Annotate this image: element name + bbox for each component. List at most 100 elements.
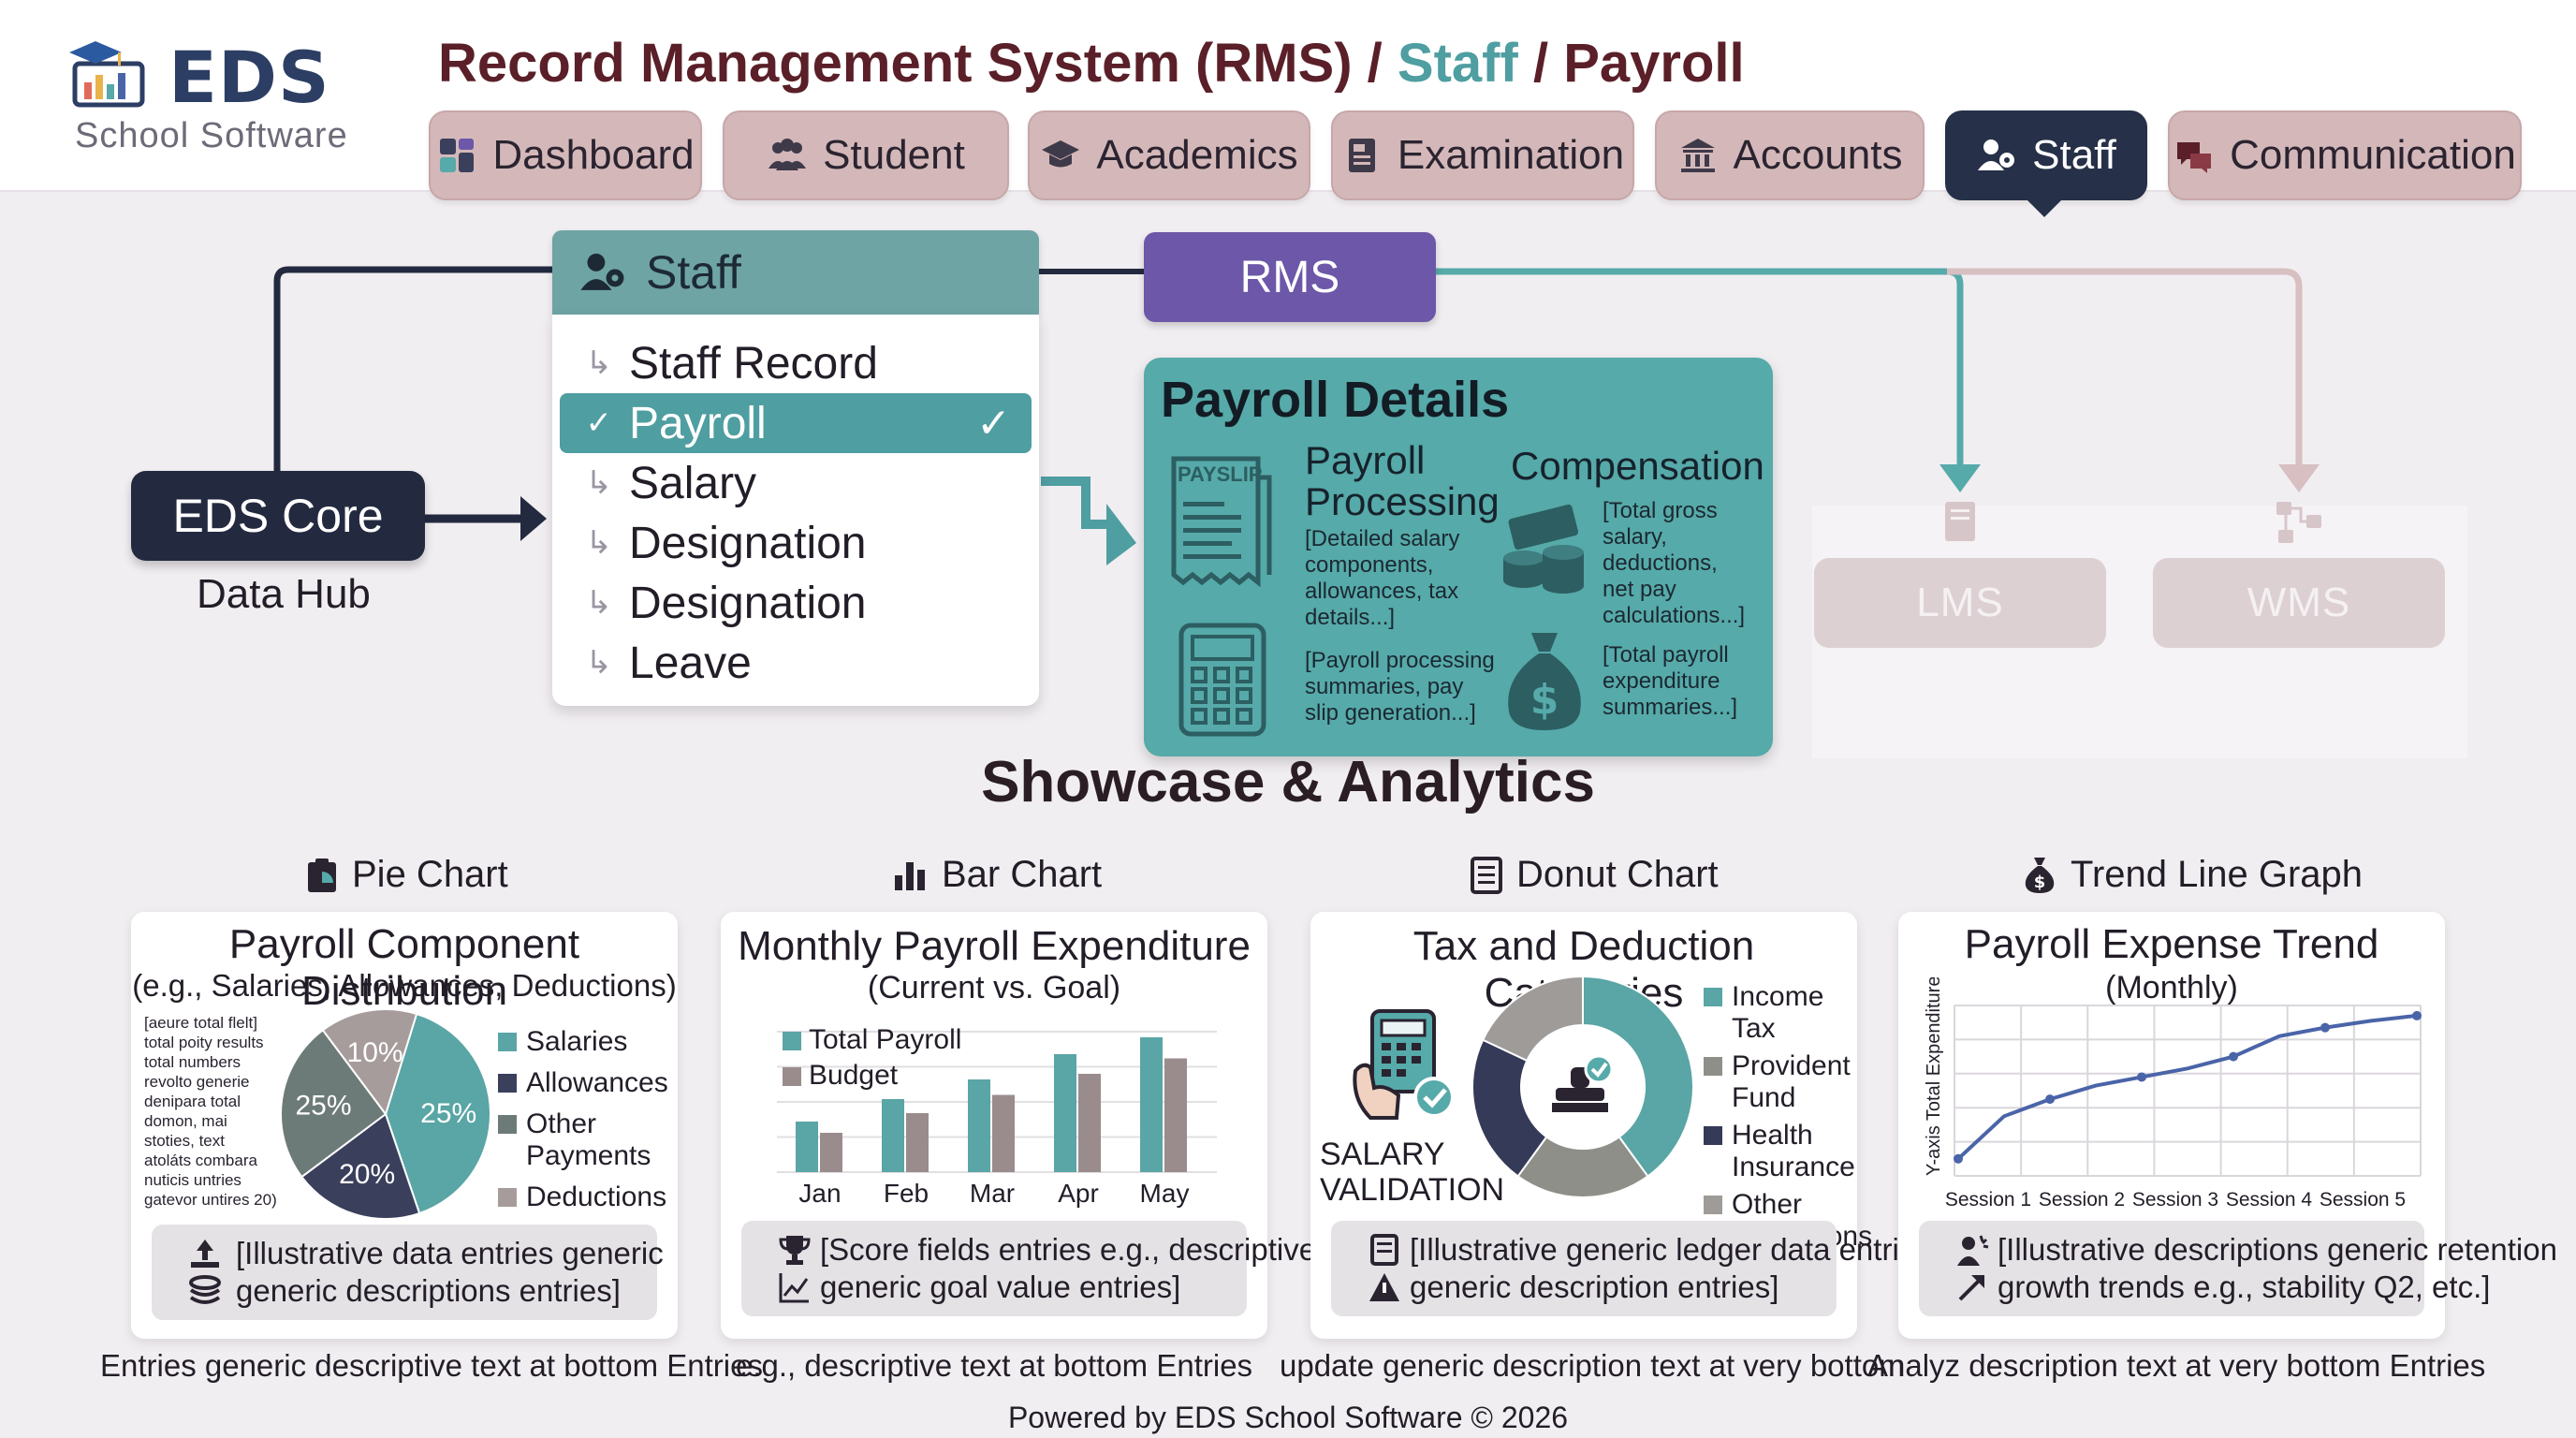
card-title: Payroll Expense Trend: [1964, 921, 2379, 967]
school-logo-icon: [69, 41, 145, 108]
menu-item-designation[interactable]: ↳ Designation: [552, 513, 1039, 573]
legend-item: Allowances: [498, 1067, 678, 1099]
payslip-label: PAYSLIP: [1178, 462, 1263, 486]
eds-core-node[interactable]: EDS Core: [131, 471, 425, 561]
legend-label: Budget: [809, 1060, 899, 1091]
breadcrumb-separator: /: [1532, 33, 1549, 94]
legend-label: Income Tax: [1732, 981, 1824, 1044]
tab-label: Accounts: [1733, 132, 1903, 178]
students-icon: [768, 139, 807, 170]
pie-chart-card: Payroll Component Distribution (e.g., Sa…: [131, 912, 678, 1339]
sub-arrow-icon: ↳: [585, 465, 613, 501]
recycle-icon: [191, 1240, 219, 1268]
note-line: [Score fields entries e.g., descriptive: [820, 1232, 1317, 1267]
section-label-bar: Bar Chart: [893, 854, 1102, 896]
money-bag-icon: $: [2025, 857, 2055, 893]
legend-swatch: [498, 1188, 517, 1207]
legend-swatch: [783, 1032, 801, 1050]
x-tick-label: Session 5: [2320, 1189, 2406, 1211]
card-title: Payroll Component Distribution: [228, 921, 580, 1014]
rms-node[interactable]: RMS: [1144, 232, 1436, 322]
staff-icon: [580, 253, 624, 290]
tab-communication[interactable]: Communication: [2168, 110, 2522, 200]
donut-slice: [1471, 1038, 1548, 1178]
trend-point: [2412, 1010, 2422, 1020]
staff-menu-header[interactable]: Staff: [552, 230, 1039, 315]
legend-swatch: [498, 1074, 517, 1093]
trend-point: [2045, 1094, 2055, 1105]
x-tick-label: Feb: [884, 1179, 929, 1208]
bar: [992, 1094, 1015, 1172]
note-line: generic description entries]: [1410, 1269, 1779, 1304]
tab-staff[interactable]: Staff: [1945, 110, 2147, 200]
sub-arrow-icon: ↳: [585, 345, 613, 381]
pie-slice-label: 25%: [295, 1090, 351, 1121]
menu-item-staff-record[interactable]: ↳ Staff Record: [552, 333, 1039, 393]
bar: [820, 1133, 842, 1172]
legend-swatch: [1704, 1196, 1722, 1214]
bar-caption: e.g., descriptive text at bottom Entries: [735, 1348, 1253, 1383]
menu-item-label: Staff Record: [629, 338, 878, 389]
menu-item-designation[interactable]: ↳ Designation: [552, 573, 1039, 633]
clipboard-chart-icon: [308, 858, 336, 892]
compensation-title: Compensation: [1511, 444, 1764, 488]
menu-item-label: Payroll: [629, 398, 767, 448]
pie-slice-label: 10%: [347, 1037, 403, 1068]
menu-item-leave[interactable]: ↳ Leave: [552, 633, 1039, 693]
legend-swatch: [498, 1115, 517, 1134]
trend-note-box: [Illustrative descriptions generic reten…: [1919, 1221, 2557, 1316]
compensation-summary-desc: [Total payroll expenditure summaries...]: [1603, 642, 1738, 720]
tab-student[interactable]: Student: [723, 110, 1009, 200]
breadcrumb-staff[interactable]: Staff: [1397, 33, 1518, 94]
legend-label: Total Payroll: [809, 1024, 961, 1055]
svg-text:$: $: [2034, 873, 2046, 892]
tab-label: Examination: [1397, 132, 1625, 178]
line-chart-icon: [779, 1273, 809, 1303]
tab-dashboard[interactable]: Dashboard: [429, 110, 702, 200]
card-subtitle: (Monthly): [2105, 970, 2238, 1005]
menu-item-salary[interactable]: ↳ Salary: [552, 453, 1039, 513]
pie-slice: [280, 1028, 388, 1179]
lms-node[interactable]: LMS: [1814, 558, 2106, 648]
processing-summary-desc: [Payroll processing summaries, pay slip …: [1305, 648, 1495, 726]
graduation-cap-icon: [1042, 140, 1080, 168]
wms-node[interactable]: WMS: [2153, 558, 2445, 648]
menu-item-payroll[interactable]: ✓ Payroll ✓: [560, 393, 1032, 453]
legend-label: Allowances: [526, 1067, 668, 1098]
legend-swatch: [1704, 988, 1722, 1006]
money-bag-icon: $: [1508, 633, 1581, 730]
tab-examination[interactable]: Examination: [1331, 110, 1634, 200]
calculator-hand-icon: [1353, 1009, 1455, 1120]
bar-chart-card: Monthly Payroll Expenditure (Current vs.…: [721, 912, 1316, 1339]
pie-side-notes: [aeure total flelt]total poity results t…: [144, 1014, 277, 1209]
processing-title-line2: Processing: [1305, 479, 1500, 523]
legend-label: Provident Fund: [1732, 1050, 1851, 1113]
exam-icon: [1348, 139, 1375, 172]
breadcrumb-rms[interactable]: Record Management System (RMS): [438, 33, 1353, 94]
trend-up-arrow-icon: [1958, 1275, 1984, 1301]
tab-accounts[interactable]: Accounts: [1655, 110, 1925, 200]
x-tick-label: Session 2: [2039, 1189, 2125, 1211]
tab-academics[interactable]: Academics: [1028, 110, 1310, 200]
trend-chart-card: Payroll Expense Trend (Monthly) Y-axis T…: [1898, 912, 2557, 1339]
breadcrumb-separator: /: [1367, 33, 1383, 94]
staff-menu-title: Staff: [646, 246, 741, 299]
legend-item: Income Tax: [1704, 981, 1872, 1045]
legend-item: Salaries: [498, 1026, 678, 1058]
book-icon: [1945, 502, 1975, 541]
trend-caption: Analyz description text at very bottom E…: [1867, 1348, 2486, 1383]
active-tab-pointer: [2026, 198, 2063, 217]
processing-title-line1: Payroll: [1305, 438, 1426, 482]
stamp-icon: [1552, 1054, 1614, 1112]
menu-item-label: Leave: [629, 638, 752, 688]
payslip-icon: [1171, 456, 1272, 588]
bar: [1164, 1058, 1187, 1172]
ledger-icon: [1370, 1234, 1398, 1266]
note-line: growth trends e.g., stability Q2, etc.]: [1998, 1269, 2491, 1304]
logo-tagline: School Software: [75, 116, 348, 155]
chat-icon: [2177, 142, 2212, 173]
note-line: [Illustrative descriptions generic reten…: [1998, 1232, 2557, 1267]
legend-label: Other Payments: [526, 1108, 651, 1171]
note-line: [Illustrative data entries generic: [236, 1236, 664, 1270]
